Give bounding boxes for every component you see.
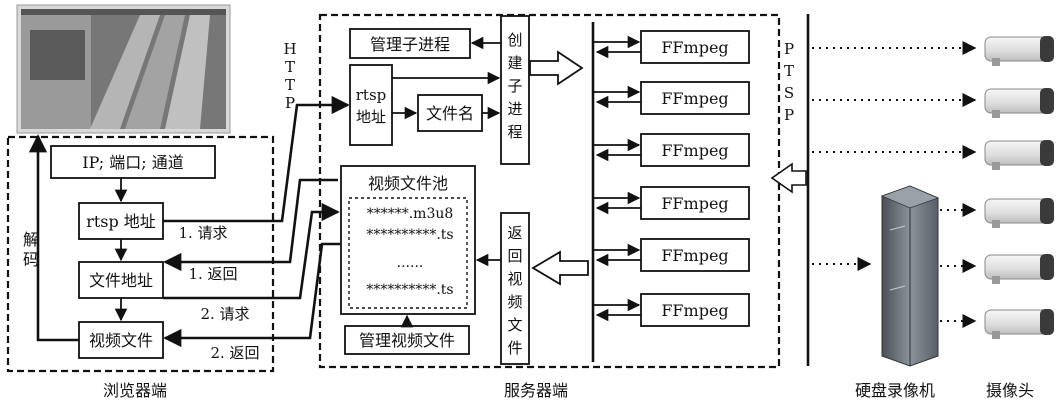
return-video-char-3: 视 bbox=[507, 270, 522, 288]
nvr-device-icon bbox=[882, 186, 938, 366]
hollow-arrow-create-to-ffmpeg bbox=[530, 52, 582, 84]
manage-child-process-label: 管理子进程 bbox=[370, 35, 450, 54]
ffmpeg-row-3: FFmpeg bbox=[593, 134, 749, 166]
return-video-char-1: 返 bbox=[507, 224, 522, 242]
manage-video-file-label: 管理视频文件 bbox=[359, 331, 455, 350]
http-letter-t2: T bbox=[285, 76, 295, 94]
ffmpeg-label-6: FFmpeg bbox=[661, 301, 728, 320]
video-pool-title: 视频文件池 bbox=[368, 174, 448, 193]
return-2-label: 2. 返回 bbox=[210, 344, 259, 362]
create-child-char-2: 建 bbox=[507, 54, 522, 72]
decode-label-1: 解 bbox=[23, 230, 39, 249]
ffmpeg-row-1: FFmpeg bbox=[593, 31, 749, 63]
ptsp-letter-t: T bbox=[784, 62, 794, 80]
ffmpeg-label-3: FFmpeg bbox=[661, 141, 728, 160]
nvr-label: 硬盘录像机 bbox=[855, 381, 935, 400]
ffmpeg-row-6: FFmpeg bbox=[593, 294, 749, 326]
camera-icon-6 bbox=[985, 309, 1054, 339]
ffmpeg-row-4: FFmpeg bbox=[593, 187, 749, 219]
decode-label-2: 码 bbox=[23, 250, 39, 269]
http-letter-h: H bbox=[283, 40, 296, 58]
return-video-char-5: 文 bbox=[507, 316, 522, 334]
return-2-arrow bbox=[165, 244, 340, 338]
ptsp-letter-s: S bbox=[784, 84, 794, 102]
camera-icon-1 bbox=[985, 36, 1054, 66]
hollow-arrow-ffmpeg-to-return bbox=[533, 252, 588, 284]
http-letter-p: P bbox=[285, 94, 295, 112]
http-letter-t1: T bbox=[285, 58, 295, 76]
filename-label: 文件名 bbox=[426, 104, 474, 123]
server-rtsp-label-1: rtsp bbox=[356, 86, 387, 104]
ffmpeg-label-2: FFmpeg bbox=[661, 89, 728, 108]
camera-icon-5 bbox=[985, 254, 1054, 284]
create-child-char-5: 程 bbox=[507, 123, 522, 141]
browser-section-label: 浏览器端 bbox=[103, 381, 167, 400]
return-video-char-2: 回 bbox=[507, 247, 522, 265]
create-child-char-4: 进 bbox=[507, 100, 522, 118]
ptsp-letter-p1: P bbox=[784, 40, 794, 58]
camera-icon-4 bbox=[985, 198, 1054, 228]
ptsp-letter-p2: P bbox=[784, 106, 794, 124]
request-1-label: 1. 请求 bbox=[178, 224, 227, 242]
camera-label: 摄像头 bbox=[986, 381, 1034, 400]
monitor-screen-image bbox=[17, 5, 230, 133]
rtsp-address-label: rtsp 地址 bbox=[86, 212, 156, 231]
pool-item-ts-2: **********.ts bbox=[366, 282, 453, 298]
file-address-label: 文件地址 bbox=[89, 271, 153, 290]
ffmpeg-label-5: FFmpeg bbox=[661, 246, 728, 265]
server-rtsp-address-box bbox=[350, 65, 392, 145]
pool-item-m3u8: ******.m3u8 bbox=[367, 206, 454, 222]
camera-icon-3 bbox=[985, 140, 1054, 170]
pool-item-ellipsis: ...... bbox=[397, 255, 424, 271]
ip-port-channel-label: IP; 端口; 通道 bbox=[82, 153, 183, 172]
server-rtsp-label-2: 地址 bbox=[356, 108, 386, 126]
request-2-label: 2. 请求 bbox=[200, 305, 249, 323]
create-child-char-1: 创 bbox=[507, 31, 522, 49]
create-child-char-3: 子 bbox=[507, 77, 522, 95]
ffmpeg-label-4: FFmpeg bbox=[661, 194, 728, 213]
ffmpeg-row-2: FFmpeg bbox=[593, 82, 749, 114]
server-section-label: 服务器端 bbox=[504, 381, 568, 400]
return-1-label: 1. 返回 bbox=[188, 265, 237, 283]
return-video-char-4: 频 bbox=[507, 293, 522, 311]
camera-icon-2 bbox=[985, 88, 1054, 118]
ffmpeg-label-1: FFmpeg bbox=[661, 38, 728, 57]
ffmpeg-row-5: FFmpeg bbox=[593, 239, 749, 271]
return-video-char-6: 件 bbox=[507, 339, 522, 357]
ptsp-hollow-arrow bbox=[772, 164, 806, 192]
video-file-label: 视频文件 bbox=[89, 331, 153, 350]
pool-item-ts-1: **********.ts bbox=[366, 227, 453, 243]
